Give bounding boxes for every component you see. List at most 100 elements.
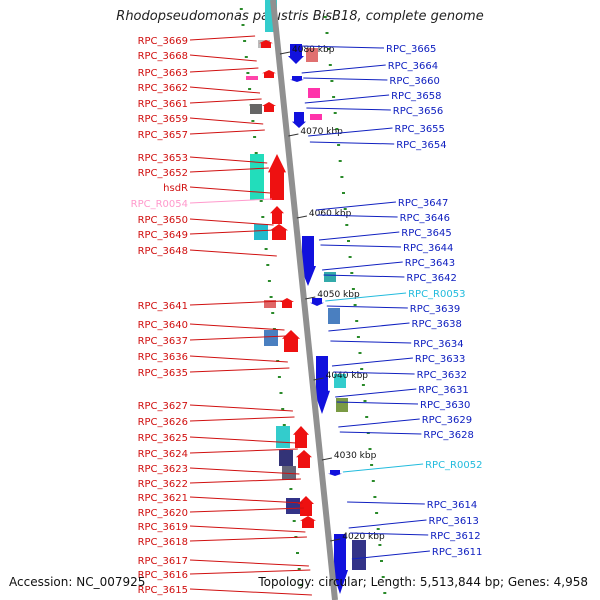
right-gene-label-rpc-3642[interactable]: RPC_3642 xyxy=(406,273,456,284)
left-gene-label-rpc-3620[interactable]: RPC_3620 xyxy=(138,508,188,519)
position-tick xyxy=(271,312,275,314)
right-gene-label-rpc-3631[interactable]: RPC_3631 xyxy=(418,385,468,396)
right-gene-label-rpc-3612[interactable]: RPC_3612 xyxy=(430,531,480,542)
left-gene-label-rpc-3650[interactable]: RPC_3650 xyxy=(138,215,188,226)
leader-line xyxy=(330,340,412,344)
leader-line xyxy=(189,588,312,596)
left-gene-label-rpc-r0054[interactable]: RPC_R0054 xyxy=(131,199,188,210)
gene-block xyxy=(264,330,278,346)
position-tick xyxy=(340,176,344,178)
gene-arrow-reverse xyxy=(288,44,304,64)
right-gene-label-rpc-3665[interactable]: RPC_3665 xyxy=(386,44,436,55)
left-gene-label-rpc-3623[interactable]: RPC_3623 xyxy=(138,464,188,475)
leader-line xyxy=(189,448,298,454)
right-gene-label-rpc-3647[interactable]: RPC_3647 xyxy=(398,198,448,209)
position-tick xyxy=(264,248,268,250)
gene-arrow-forward xyxy=(259,40,273,48)
left-gene-label-rpc-3661[interactable]: RPC_3661 xyxy=(138,99,188,110)
right-gene-label-rpc-3629[interactable]: RPC_3629 xyxy=(422,415,472,426)
right-gene-label-rpc-3628[interactable]: RPC_3628 xyxy=(423,430,473,441)
left-gene-label-rpc-3663[interactable]: RPC_3663 xyxy=(138,68,188,79)
leader-line xyxy=(189,156,268,164)
left-gene-label-rpc-3649[interactable]: RPC_3649 xyxy=(138,230,188,241)
leader-line xyxy=(189,167,269,173)
right-gene-label-rpc-3638[interactable]: RPC_3638 xyxy=(412,319,462,330)
kbp-tick xyxy=(321,457,332,461)
position-tick xyxy=(266,264,270,266)
left-gene-label-rpc-3627[interactable]: RPC_3627 xyxy=(138,401,188,412)
right-gene-label-rpc-3645[interactable]: RPC_3645 xyxy=(401,228,451,239)
right-gene-label-rpc-3654[interactable]: RPC_3654 xyxy=(396,140,446,151)
gene-block xyxy=(276,426,290,448)
right-gene-label-rpc-3634[interactable]: RPC_3634 xyxy=(413,339,463,350)
left-gene-label-rpc-3669[interactable]: RPC_3669 xyxy=(138,36,188,47)
leader-line xyxy=(189,229,276,235)
left-gene-label-rpc-3625[interactable]: RPC_3625 xyxy=(138,433,188,444)
leader-line xyxy=(325,292,407,302)
position-tick xyxy=(277,376,281,378)
left-gene-label-rpc-3635[interactable]: RPC_3635 xyxy=(138,368,188,379)
position-tick xyxy=(373,496,377,498)
leader-line xyxy=(189,335,287,341)
left-gene-label-rpc-3640[interactable]: RPC_3640 xyxy=(138,320,188,331)
right-gene-label-rpc-r0052[interactable]: RPC_R0052 xyxy=(425,460,482,471)
gene-arrow-reverse xyxy=(332,534,348,594)
position-tick xyxy=(370,464,374,466)
left-gene-label-rpc-3652[interactable]: RPC_3652 xyxy=(138,168,188,179)
kbp-tick xyxy=(279,51,291,55)
kbp-label: 4050 kbp xyxy=(317,290,360,300)
left-gene-label-rpc-3636[interactable]: RPC_3636 xyxy=(138,352,188,363)
position-tick xyxy=(267,280,271,282)
left-gene-label-hsdr[interactable]: hsdR xyxy=(163,183,188,194)
position-tick xyxy=(296,552,299,554)
left-gene-label-rpc-3637[interactable]: RPC_3637 xyxy=(138,336,188,347)
right-gene-label-rpc-3632[interactable]: RPC_3632 xyxy=(417,370,467,381)
gene-block xyxy=(308,88,320,98)
left-gene-label-rpc-3626[interactable]: RPC_3626 xyxy=(138,417,188,428)
position-tick xyxy=(383,592,387,594)
right-gene-label-rpc-3630[interactable]: RPC_3630 xyxy=(420,400,470,411)
left-gene-label-rpc-3622[interactable]: RPC_3622 xyxy=(138,479,188,490)
position-tick xyxy=(343,208,347,210)
left-gene-label-rpc-3662[interactable]: RPC_3662 xyxy=(138,83,188,94)
position-tick xyxy=(243,40,247,42)
right-gene-label-rpc-3614[interactable]: RPC_3614 xyxy=(427,500,477,511)
gene-arrow-reverse xyxy=(290,76,304,82)
left-gene-label-rpc-3618[interactable]: RPC_3618 xyxy=(138,537,188,548)
right-gene-label-rpc-3639[interactable]: RPC_3639 xyxy=(410,304,460,315)
left-gene-label-rpc-3659[interactable]: RPC_3659 xyxy=(138,114,188,125)
right-gene-label-rpc-3660[interactable]: RPC_3660 xyxy=(389,76,439,87)
right-gene-label-rpc-3611[interactable]: RPC_3611 xyxy=(432,547,482,558)
leader-line xyxy=(315,201,396,211)
right-gene-label-rpc-3658[interactable]: RPC_3658 xyxy=(391,91,441,102)
position-tick xyxy=(332,96,336,98)
left-gene-label-rpc-3624[interactable]: RPC_3624 xyxy=(138,449,188,460)
left-gene-label-rpc-3641[interactable]: RPC_3641 xyxy=(138,301,188,312)
right-gene-label-rpc-r0053[interactable]: RPC_R0053 xyxy=(408,289,465,300)
left-gene-labels: RPC_3669RPC_3668RPC_3663RPC_3662RPC_3661… xyxy=(131,35,312,596)
kbp-tick xyxy=(288,133,299,137)
position-tick xyxy=(356,336,360,338)
left-gene-label-rpc-3617[interactable]: RPC_3617 xyxy=(138,556,188,567)
right-gene-label-rpc-3664[interactable]: RPC_3664 xyxy=(388,61,438,72)
left-gene-label-rpc-3615[interactable]: RPC_3615 xyxy=(138,585,188,596)
left-gene-label-rpc-3616[interactable]: RPC_3616 xyxy=(138,570,188,581)
left-gene-label-rpc-3619[interactable]: RPC_3619 xyxy=(138,522,188,533)
gene-arrow-reverse xyxy=(292,112,306,128)
right-gene-label-rpc-3633[interactable]: RPC_3633 xyxy=(415,354,465,365)
position-tick xyxy=(239,8,243,10)
right-gene-label-rpc-3656[interactable]: RPC_3656 xyxy=(393,106,443,117)
right-gene-label-rpc-3644[interactable]: RPC_3644 xyxy=(403,243,453,254)
left-gene-label-rpc-3657[interactable]: RPC_3657 xyxy=(138,130,188,141)
position-tick xyxy=(244,56,248,58)
gene-block xyxy=(286,498,300,514)
left-gene-label-rpc-3648[interactable]: RPC_3648 xyxy=(138,246,188,257)
right-gene-label-rpc-3643[interactable]: RPC_3643 xyxy=(405,258,455,269)
right-gene-label-rpc-3613[interactable]: RPC_3613 xyxy=(429,516,479,527)
left-gene-label-rpc-3653[interactable]: RPC_3653 xyxy=(138,153,188,164)
right-gene-label-rpc-3646[interactable]: RPC_3646 xyxy=(400,213,450,224)
position-tick xyxy=(297,568,301,570)
left-gene-label-rpc-3621[interactable]: RPC_3621 xyxy=(138,493,188,504)
right-gene-label-rpc-3655[interactable]: RPC_3655 xyxy=(395,124,445,135)
left-gene-label-rpc-3668[interactable]: RPC_3668 xyxy=(138,51,188,62)
